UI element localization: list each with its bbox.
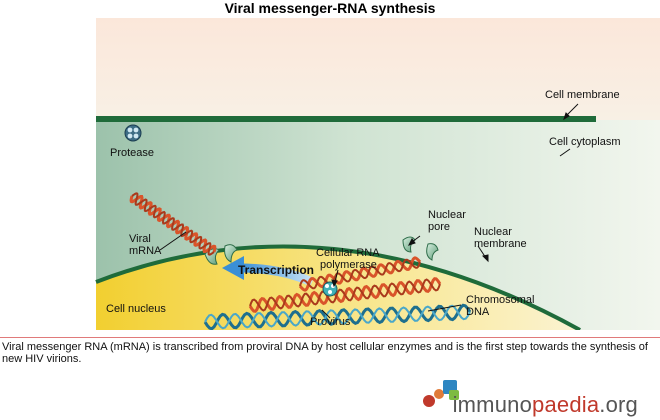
- brand-part-2: paedia: [532, 392, 600, 417]
- nuclear-pore-label-line2: pore: [428, 221, 451, 233]
- viral-mrna-label-line1: Viral: [129, 233, 151, 245]
- brand-part-1: immuno: [452, 392, 533, 417]
- leader-lines: [159, 103, 579, 319]
- nuclear-pore-left: [204, 244, 238, 265]
- immunopaedia-logo-icon: [422, 380, 459, 407]
- cellular-rna-polymerase-label-line2: polymerase: [320, 259, 377, 271]
- transcription-label: Transcription: [238, 263, 315, 277]
- chromosomal-dna-label-line2: DNA: [466, 306, 490, 318]
- rna-transcript-strand: [298, 256, 422, 292]
- cell-cytoplasm-label: Cell cytoplasm: [549, 136, 621, 148]
- diagram-title: Viral messenger-RNA synthesis: [224, 0, 436, 16]
- caption-divider: [0, 337, 660, 338]
- brand-wordmark: immunopaedia.org: [453, 394, 638, 416]
- cellular-rna-polymerase-label-line1: Cellular RNA: [316, 247, 380, 259]
- viral-mrna-strand: [129, 192, 217, 256]
- nuclear-membrane-label-line2: membrane: [474, 238, 527, 250]
- transcription-arrow: [222, 256, 314, 287]
- viral-mrna-label-line2: mRNA: [129, 245, 162, 257]
- chromosomal-dna-label-line1: Chromosomal: [466, 294, 535, 306]
- figure-caption: Viral messenger RNA (mRNA) is transcribe…: [2, 341, 648, 365]
- brand-part-3: .org: [599, 392, 638, 417]
- nuclear-membrane-label-line1: Nuclear: [474, 226, 512, 238]
- chromosomal-dna-strand: [203, 303, 472, 330]
- nuclear-membrane: [95, 244, 581, 330]
- diagram-canvas: [95, 18, 660, 330]
- nuclear-pore-label-line1: Nuclear: [428, 209, 466, 221]
- provirus-strand: [248, 277, 442, 313]
- protease-label: Protease: [110, 147, 155, 159]
- cell-membrane-label: Cell membrane: [545, 89, 620, 101]
- cell-membrane-bar: [96, 116, 596, 122]
- protease-icon: [124, 124, 142, 142]
- brand-footer: immunopaedia.org: [419, 376, 638, 416]
- provirus-label: Provirus: [310, 316, 351, 328]
- cell-nucleus-label: Cell nucleus: [106, 303, 166, 315]
- extracellular-region: [96, 18, 660, 120]
